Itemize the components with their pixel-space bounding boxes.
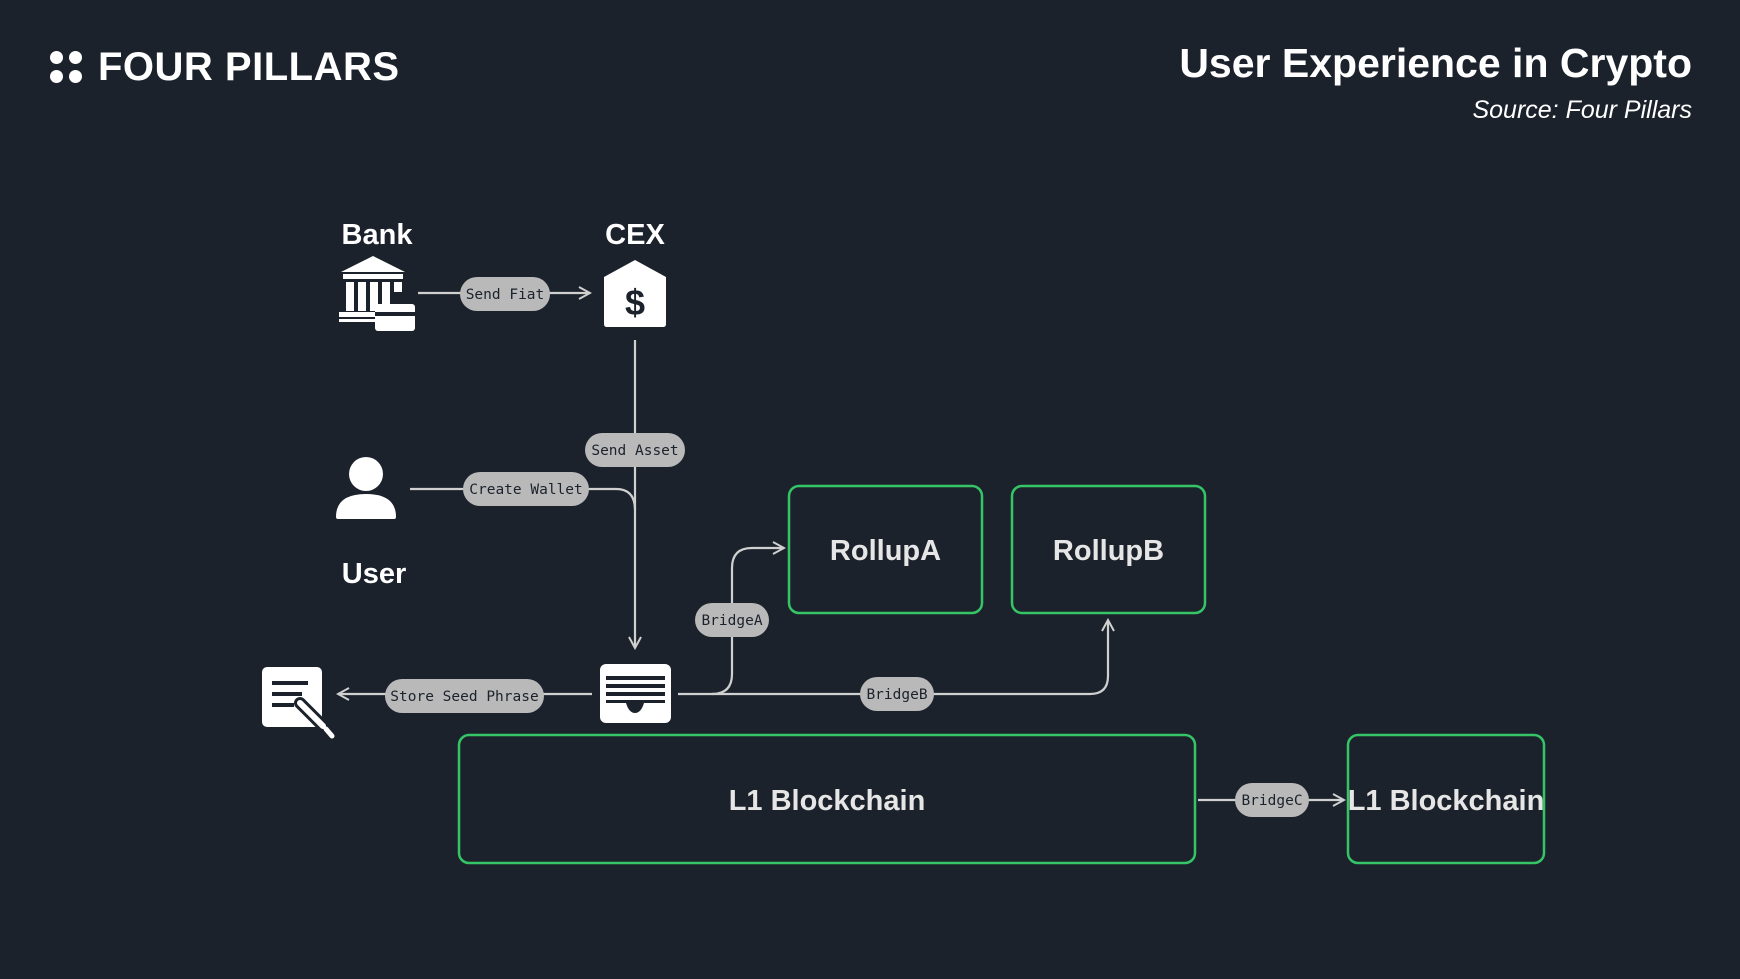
brand-logo: FOUR PILLARS xyxy=(50,44,400,90)
rollup-a-label: RollupA xyxy=(830,535,941,567)
rollup-b-label: RollupB xyxy=(1053,535,1164,567)
pill-bridge-b: BridgeB xyxy=(860,677,934,711)
pill-bridge-c: BridgeC xyxy=(1235,783,1309,817)
brand-name: FOUR PILLARS xyxy=(98,44,400,89)
pill-send-asset-text: Send Asset xyxy=(591,443,678,459)
svg-text:$: $ xyxy=(625,282,645,323)
user-icon xyxy=(336,457,396,519)
l1-main-label: L1 Blockchain xyxy=(729,785,926,817)
pill-bridge-a: BridgeA xyxy=(695,603,769,637)
edge-bridge-b-line xyxy=(712,620,1108,696)
bank-label: Bank xyxy=(342,219,414,251)
cex-label: CEX xyxy=(605,219,665,251)
source-caption: Source: Four Pillars xyxy=(1472,96,1692,124)
seed-phrase-document-icon xyxy=(262,667,336,739)
pill-bridge-c-text: BridgeC xyxy=(1241,793,1302,809)
pill-bridge-a-text: BridgeA xyxy=(701,613,762,629)
l1-blockchain-second-box: L1 Blockchain xyxy=(1346,733,1546,865)
bank-icon xyxy=(339,256,415,331)
pill-send-asset: Send Asset xyxy=(585,433,685,467)
edge-create-wallet-line xyxy=(410,487,637,511)
pill-create-wallet: Create Wallet xyxy=(463,472,589,506)
pill-bridge-b-text: BridgeB xyxy=(866,687,927,703)
page-title: User Experience in Crypto xyxy=(1179,40,1692,86)
pill-create-wallet-text: Create Wallet xyxy=(469,482,583,498)
pill-store-seed-phrase: Store Seed Phrase xyxy=(385,679,544,713)
rollup-b-box: RollupB xyxy=(1010,484,1207,615)
l1-second-label: L1 Blockchain xyxy=(1348,785,1545,817)
user-label: User xyxy=(342,558,407,590)
pill-send-fiat-text: Send Fiat xyxy=(466,287,545,303)
l1-blockchain-main-box: L1 Blockchain xyxy=(457,733,1197,865)
wallet-icon xyxy=(600,664,671,723)
four-dots-icon xyxy=(50,51,82,83)
rollup-a-box: RollupA xyxy=(787,484,984,615)
pill-store-seed-text: Store Seed Phrase xyxy=(390,689,538,705)
pill-send-fiat: Send Fiat xyxy=(460,277,550,311)
cex-dollar-house-icon: $ xyxy=(604,260,666,327)
